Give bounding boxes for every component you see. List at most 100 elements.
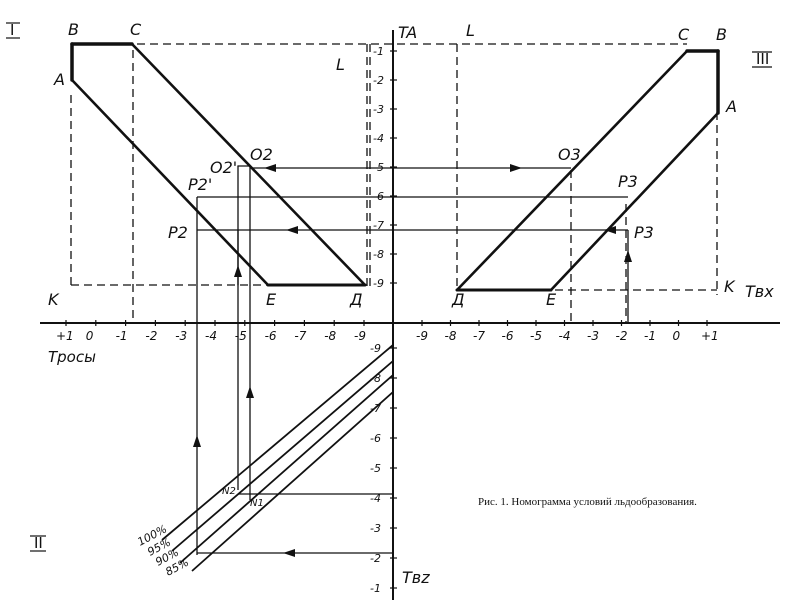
label-e-right: E <box>546 290 557 309</box>
lower-tick-label: -8 <box>370 372 381 385</box>
lower-tick-label: -9 <box>370 342 381 355</box>
label-o2: O2 <box>250 145 273 164</box>
line-a-e-right <box>549 111 720 292</box>
right-x-tick-label: -7 <box>473 329 485 343</box>
label-l-right: L <box>466 21 475 40</box>
label-n1: N1 <box>250 498 264 509</box>
label-a-left: A <box>53 70 65 89</box>
left-x-tick-label: -6 <box>265 329 277 343</box>
left-x-tick-label: -7 <box>294 329 306 343</box>
ta-tick-label: -2 <box>373 74 384 87</box>
quadrant-three-numeral: III <box>756 50 769 68</box>
right-x-tick-label: -5 <box>530 329 542 343</box>
quadrant-one-numeral: I <box>10 21 14 39</box>
left-x-tick-label: -8 <box>324 329 336 343</box>
ta-tick-label: -1 <box>373 45 384 58</box>
label-n2: N2 <box>222 486 236 497</box>
left-x-tick-label: -3 <box>175 329 187 343</box>
dashed-frames <box>70 43 718 322</box>
quadrant-one-lines <box>70 42 367 287</box>
lower-tick-label: -5 <box>370 462 381 475</box>
arrow-left-p3 <box>604 226 616 234</box>
ta-tick-label: -3 <box>373 103 384 116</box>
arrow-right-o3 <box>510 164 522 172</box>
lower-tick-label: -3 <box>370 522 381 535</box>
label-p3-upper: P3 <box>618 172 638 191</box>
label-o2p: O2' <box>210 158 237 177</box>
quadrant-two-numeral: II <box>34 534 43 552</box>
arrow-left-bottom <box>283 549 295 557</box>
label-c-right: C <box>678 25 690 44</box>
ta-tick-label: -8 <box>373 248 384 261</box>
left-x-tick-label: +1 <box>56 329 74 343</box>
label-l-left: L <box>336 55 345 74</box>
arrow-up-o2 <box>246 386 254 398</box>
left-x-tick-label: -5 <box>235 329 247 343</box>
left-x-tick-label: -4 <box>205 329 217 343</box>
ta-tick-label: -7 <box>373 219 384 232</box>
lower-tick-label: -4 <box>370 492 381 505</box>
label-p3-lower: P3 <box>634 223 654 242</box>
right-x-tick-label: -1 <box>644 329 656 343</box>
label-o3: O3 <box>558 145 581 164</box>
left-x-tick-label: 0 <box>86 329 94 343</box>
label-c-left: C <box>130 20 142 39</box>
right-x-tick-label: -4 <box>559 329 571 343</box>
right-x-tick-label: -3 <box>587 329 599 343</box>
left-x-axis-ticks: +1 0 -1 -2 -3 -4 -5 -6 -7 -8 -9 <box>56 320 366 343</box>
lower-tick-label: -7 <box>370 402 381 415</box>
axis-titles: TA Tвх Tвz Тросы I III II <box>6 21 774 587</box>
right-x-tick-label: -6 <box>502 329 514 343</box>
right-x-tick-label: -9 <box>416 329 428 343</box>
ta-axis-ticks: -1 -2 -3 -4 -5 -6 -7 -8 -9 <box>373 45 397 290</box>
line-a-e <box>70 78 270 287</box>
point-labels: B C A K L O2 O2' P2' P2 E Д L C B A O3 P… <box>48 20 737 509</box>
arrow-up-p2 <box>193 435 201 447</box>
label-e-left: E <box>266 290 277 309</box>
arrow-up-o2p <box>234 265 242 277</box>
label-p2p: P2' <box>188 175 212 194</box>
label-d-right: Д <box>451 290 465 309</box>
lower-axis-ticks: -9 -8 -7 -6 -5 -4 -3 -2 -1 <box>370 342 397 595</box>
main-axes <box>40 30 780 600</box>
lower-tick-label: -1 <box>370 582 381 595</box>
quadrant-two-lines <box>161 344 394 572</box>
right-x-tick-label: -8 <box>445 329 457 343</box>
axis-title-ta: TA <box>398 23 417 42</box>
rh-line-85 <box>191 391 394 572</box>
lower-tick-label: -6 <box>370 432 381 445</box>
percent-labels: 100%95%90%85% <box>135 522 191 578</box>
arrow-left-o2 <box>264 164 276 172</box>
left-x-tick-label: -9 <box>354 329 366 343</box>
label-d-left: Д <box>349 290 363 309</box>
line-c-d-right <box>455 49 689 292</box>
ta-tick-label: -6 <box>373 190 384 203</box>
label-k-right: K <box>724 277 736 296</box>
arrow-up-p3 <box>624 250 632 262</box>
label-p2: P2 <box>168 223 188 242</box>
quadrant-three-lines <box>455 49 720 292</box>
label-b-right: B <box>716 25 727 44</box>
right-x-axis-ticks: -9 -8 -7 -6 -5 -4 -3 -2 -1 0 +1 <box>416 320 719 343</box>
axis-title-tvh: Tвх <box>745 282 774 301</box>
label-b-left: B <box>68 20 79 39</box>
right-x-tick-label: -2 <box>616 329 628 343</box>
ta-tick-label: -4 <box>373 132 384 145</box>
figure-caption: Рис. 1. Номограмма условий льдообразован… <box>478 496 697 508</box>
label-k-left: K <box>48 290 60 309</box>
lower-tick-label: -2 <box>370 552 381 565</box>
line-c-d <box>130 42 367 287</box>
label-a-right: A <box>725 97 737 116</box>
ta-tick-label: -5 <box>373 161 384 174</box>
left-x-tick-label: -2 <box>145 329 157 343</box>
rh-line-95 <box>171 360 394 552</box>
right-x-tick-label: +1 <box>701 329 719 343</box>
ta-tick-label: -9 <box>373 277 384 290</box>
rh-line-90 <box>179 374 394 564</box>
right-x-tick-label: 0 <box>673 329 681 343</box>
left-x-tick-label: -1 <box>116 329 128 343</box>
axis-title-troses: Тросы <box>48 348 96 366</box>
arrow-left-p2 <box>286 226 298 234</box>
arrows <box>193 164 632 557</box>
